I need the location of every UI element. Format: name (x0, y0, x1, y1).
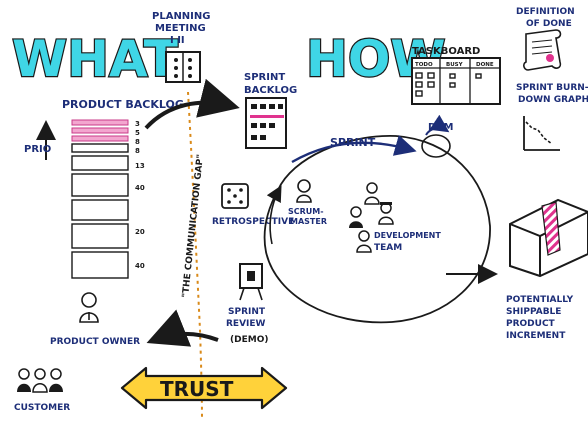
customer-label: CUSTOMER (14, 403, 70, 413)
product-backlog-list: 3 5 8 8 13 40 20 40 (71, 119, 145, 279)
scrum-master-label-2: MASTER (290, 217, 327, 226)
backlog-item (71, 143, 129, 153)
estimate-label: 40 (135, 262, 145, 270)
taskboard-board-icon (411, 57, 501, 105)
increment-label-4: INCREMENT (506, 331, 566, 341)
taskboard: TASKBOARD TODO BUSY DONE (411, 46, 501, 105)
sprint-review-label-1: SPRINT (228, 307, 266, 317)
burndown-label-1: SPRINT BURN- (516, 83, 588, 93)
taskboard-column-busy: BUSY (446, 62, 464, 68)
scrum-master-figure-icon (296, 179, 312, 203)
backlog-item (71, 119, 129, 126)
definition-of-done-label-2: OF DONE (526, 19, 572, 29)
backlog-item (71, 135, 129, 142)
dsm-label: DSM (428, 122, 454, 133)
definition-of-done-scroll-icon (523, 29, 562, 71)
increment-label-2: SHIPPABLE (506, 307, 561, 317)
estimate-label: 8 (135, 147, 140, 155)
arrow-to-product-owner (146, 309, 219, 347)
sprint-backlog-label-1: SPRINT (244, 72, 285, 83)
increment-label-3: PRODUCT (506, 319, 556, 329)
product-backlog-title: PRODUCT BACKLOG (62, 98, 184, 111)
trust-double-arrow: TRUST (120, 366, 288, 410)
burndown-label-2: DOWN GRAPH (518, 95, 588, 105)
retrospective-label: RETROSPECTIVE (212, 217, 294, 227)
development-team-label-1: DEVELOPMENT (374, 231, 441, 240)
backlog-item (71, 199, 129, 221)
prio-axis: PRIO (24, 120, 56, 160)
estimate-label: 3 (135, 120, 140, 128)
development-team-label-2: TEAM (374, 243, 402, 253)
arrow-to-retro-cycle (266, 185, 282, 245)
product-owner-label: PRODUCT OWNER (50, 337, 140, 347)
backlog-item (71, 155, 129, 171)
heading-what: WHAT (12, 30, 178, 88)
sprint-backlog: SPRINT BACKLOG (244, 72, 297, 149)
sprint-cycle (263, 135, 491, 324)
burndown-graph-icon (523, 116, 560, 151)
sprint-review-label-3: (DEMO) (230, 335, 268, 345)
planning-label-2: MEETING (155, 23, 206, 34)
taskboard-title: TASKBOARD (412, 46, 480, 57)
retrospective: RETROSPECTIVE (212, 183, 294, 227)
sprint-arrow (291, 135, 417, 164)
estimate-label: 8 (135, 138, 140, 146)
scrum-master-label-1: SCRUM- (288, 207, 324, 216)
product-owner-figure-icon (79, 292, 99, 323)
sprint-review: SPRINT REVIEW (DEMO) (226, 263, 268, 345)
sprint-burndown: SPRINT BURN- DOWN GRAPH (516, 83, 588, 151)
sprint-label: SPRINT (330, 136, 376, 149)
backlog-item (71, 127, 129, 134)
sprint-backlog-label-2: BACKLOG (244, 85, 297, 96)
arrow-to-sprint-backlog (144, 78, 240, 130)
planning-meeting: PLANNING MEETING I II (152, 11, 210, 83)
taskboard-column-todo: TODO (415, 62, 433, 68)
prio-label: PRIO (24, 144, 51, 155)
product-increment-box-icon (509, 198, 588, 278)
planning-label-3: I II (170, 35, 185, 46)
estimate-label: 5 (135, 129, 140, 137)
definition-of-done: DEFINITION OF DONE (516, 7, 575, 71)
daily-scrum-loop (421, 134, 451, 158)
communication-gap-label: "THE COMMUNICATION GAP" (181, 154, 206, 299)
definition-of-done-label-1: DEFINITION (516, 7, 575, 17)
sprint-review-label-2: REVIEW (226, 319, 266, 329)
trust-label: TRUST (160, 377, 234, 401)
development-team-figures-icon (349, 182, 394, 253)
customer-figures-icon (17, 368, 63, 393)
taskboard-column-done: DONE (476, 62, 494, 68)
increment-label-1: POTENTIALLY (506, 295, 574, 305)
planning-label-1: PLANNING (152, 11, 210, 22)
backlog-item (71, 173, 129, 197)
estimate-label: 40 (135, 184, 145, 192)
backlog-item (71, 223, 129, 249)
estimate-label: 13 (135, 162, 145, 170)
estimate-label: 20 (135, 228, 145, 236)
backlog-item (71, 251, 129, 279)
